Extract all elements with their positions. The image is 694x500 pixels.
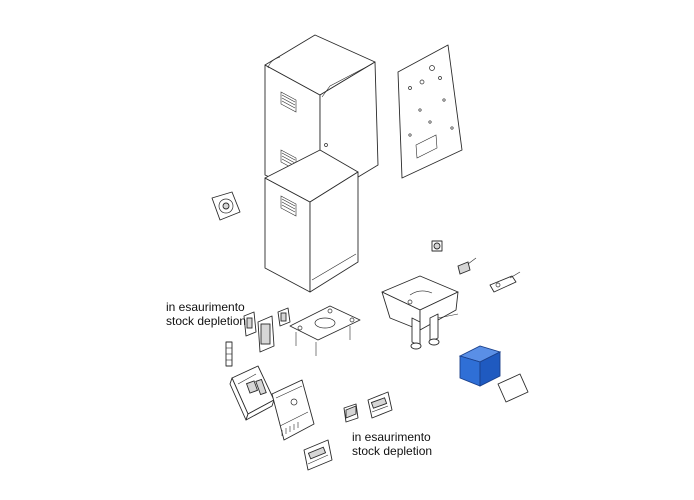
gasket-plate[interactable] [497,373,529,403]
terminal-block[interactable] [257,315,275,353]
motor-support[interactable] [381,275,459,350]
transformer[interactable] [343,403,359,423]
base-plate[interactable] [289,305,361,356]
control-box-cover[interactable] [271,379,315,441]
louvre-upper [280,91,297,113]
callout-stock-depletion-upper: in esaurimento stock depletion [166,300,246,328]
callout-line-1: in esaurimento [166,300,245,314]
louvre-base [280,195,297,217]
control-box[interactable] [229,365,275,421]
lever-bracket[interactable] [489,271,521,293]
callout-line-2: stock depletion [166,314,247,328]
callout-line-1: in esaurimento [352,430,431,444]
mounting-plate[interactable] [397,44,463,179]
fan[interactable] [211,191,241,221]
fuse-holder[interactable] [225,341,233,367]
blue-cover-box[interactable] [458,345,502,387]
control-board[interactable] [367,391,393,419]
lower-cabinet[interactable] [264,149,359,293]
control-board-depleted[interactable] [303,439,333,471]
callout-stock-depletion-lower: in esaurimento stock depletion [352,430,432,458]
relay-module[interactable] [243,311,257,337]
callout-line-2: stock depletion [352,444,433,458]
small-fitting[interactable] [431,240,443,252]
connector-small[interactable] [277,307,291,327]
connector-plug[interactable] [457,257,477,275]
